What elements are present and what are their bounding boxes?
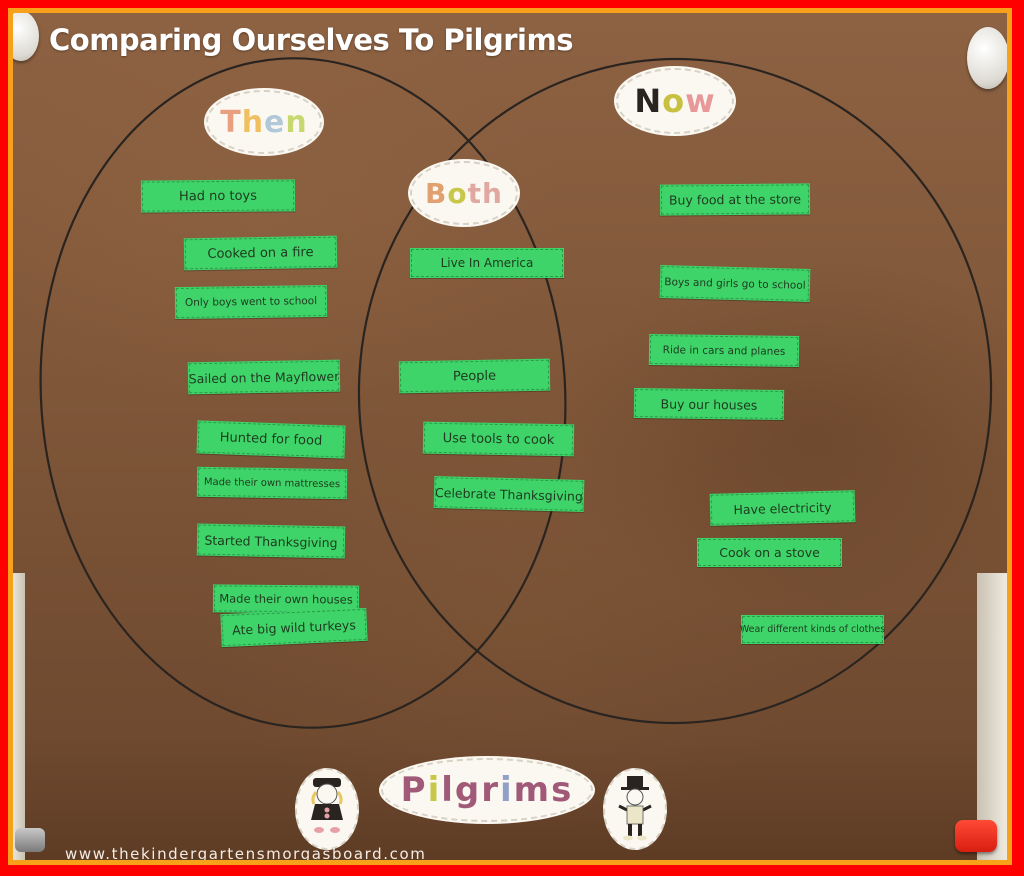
then-item: Made their own mattresses [196, 466, 348, 500]
then-item: Sailed on the Mayflower [187, 359, 341, 395]
then-item: Hunted for food [196, 420, 346, 459]
now-item: Have electricity [709, 490, 856, 526]
now-label: Now [616, 68, 734, 134]
both-label: Both [410, 161, 518, 225]
bulletin-board: Comparing Ourselves To Pilgrims Then Now… [13, 13, 1007, 860]
now-item: Buy our houses [633, 387, 785, 421]
now-item: Ride in cars and planes [648, 333, 800, 368]
now-item: Boys and girls go to school [659, 265, 811, 302]
page-title: Comparing Ourselves To Pilgrims [49, 23, 573, 57]
then-circle [39, 57, 567, 729]
pilgrim-boy-icon [603, 768, 667, 850]
watermark-url: www.thekindergartensmorgasboard.com [65, 845, 427, 860]
venn-diagram-circles [39, 57, 993, 729]
now-item: Buy food at the store [659, 183, 811, 216]
then-item: Cooked on a fire [183, 235, 338, 271]
then-label: Then [206, 90, 322, 154]
now-circle [357, 57, 993, 725]
binder-clip-icon [955, 820, 997, 852]
wall-edge-right [977, 573, 1007, 860]
now-item: Cook on a stove [697, 538, 842, 567]
now-item: Wear different kinds of clothes [740, 615, 885, 644]
pilgrims-label: Pilgrims [381, 758, 593, 822]
then-item: Only boys went to school [174, 284, 328, 320]
both-item: People [398, 358, 551, 394]
pilgrim-girl-icon [295, 768, 359, 850]
both-item: Use tools to cook [422, 421, 575, 457]
then-item: Ate big wild turkeys [220, 607, 368, 648]
both-item: Celebrate Thanksgiving [433, 476, 585, 512]
wall-edge-left [13, 573, 25, 860]
then-item: Started Thanksgiving [196, 523, 346, 559]
binder-clip-icon [15, 828, 45, 852]
both-item: Live In America [410, 248, 564, 278]
pushpin-icon [967, 27, 1007, 89]
then-item: Had no toys [140, 179, 296, 213]
